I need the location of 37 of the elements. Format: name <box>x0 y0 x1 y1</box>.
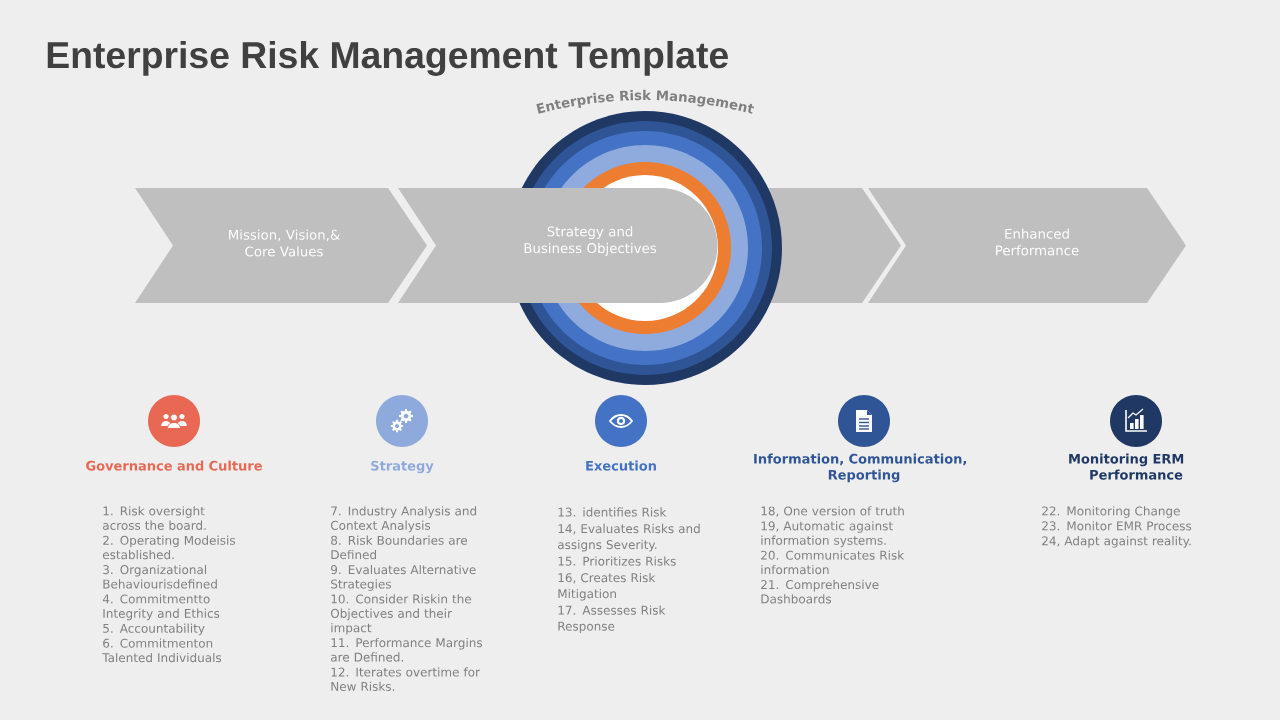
list-item: 10. Consider Riskin the Objectives and their impact <box>330 594 472 635</box>
heading: Monitoring ERM Performance <box>1069 453 1184 480</box>
list-item: 22. Monitoring Change <box>1042 506 1180 518</box>
node-label: Strategy and Business Objectives <box>524 226 657 256</box>
list-item: 3. Organizational Behaviourisdefined <box>103 564 217 589</box>
curved-heading: Enterprise Risk Management <box>536 89 755 114</box>
heading: Information, Communication, Reporting <box>754 453 967 483</box>
list-item: 19, Automatic against information systems. <box>761 521 893 548</box>
list-item: 1. Risk oversight across the board. <box>103 506 206 530</box>
list-item: 16, Creates Risk Mitigation <box>558 572 656 601</box>
title: Enterprise Risk Management Template <box>47 40 728 76</box>
heading: Governance and Culture <box>86 460 262 471</box>
node-label: Mission, Vision,& Core Values <box>229 229 340 257</box>
list-item: 8. Risk Boundaries are Defined <box>331 535 468 560</box>
list-item: 11. Performance Margins are Defined. <box>331 637 483 662</box>
chevron-band: Enhanced Performance <box>868 188 1186 303</box>
list-item: 13. identifies Risk <box>558 507 667 517</box>
heading: Execution <box>586 460 656 471</box>
chevron-band <box>766 188 901 303</box>
node-label: Enhanced Performance <box>996 228 1079 256</box>
list-item: 17. Assesses Risk Response <box>558 605 666 634</box>
list-item: 15. Prioritizes Risks <box>558 556 676 566</box>
list-item: 24, Adapt against reality. <box>1042 536 1191 548</box>
list-item: 20. Communicates Risk information <box>761 550 905 575</box>
list-item: 23. Monitor EMR Process <box>1042 521 1192 531</box>
list-item: 9. Evaluates Alternative Strategies <box>331 564 476 591</box>
chevron-band: Mission, Vision,& Core Values <box>135 188 427 303</box>
list-item: 12. Iterates overtime for New Risks. <box>331 667 480 691</box>
list-item: 21. Comprehensive Dashboards <box>761 579 879 604</box>
list-item: 5. Accountability <box>103 623 205 636</box>
list-item: 2. Operating Modeisis established. <box>102 535 235 560</box>
heading: Strategy <box>371 460 434 474</box>
list-item: 6. Commitmenton Talented Individuals <box>102 638 222 663</box>
list-item: 14, Evaluates Risks and assigns Severity. <box>558 523 700 552</box>
list-item: 18, One version of truth <box>761 506 904 517</box>
list-item: 4. Commitmentto Integrity and Ethics <box>102 594 220 621</box>
list-item: 7. Industry Analysis and Context Analysis <box>330 506 477 533</box>
